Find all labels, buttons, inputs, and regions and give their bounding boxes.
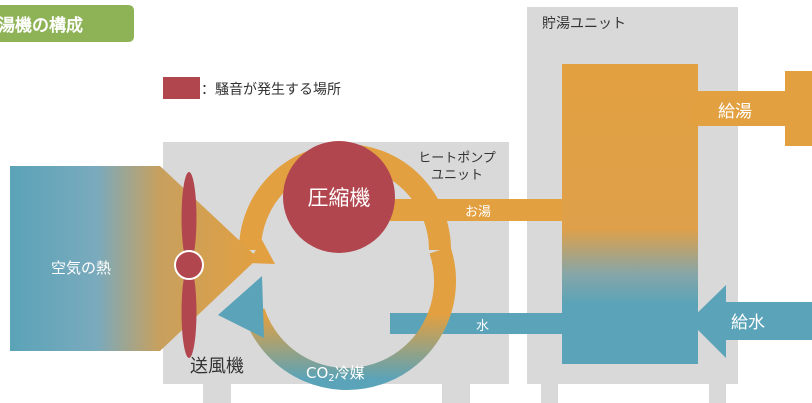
blower-label: 送風機: [190, 356, 244, 377]
page-title: 湯機の構成: [0, 15, 83, 36]
hot-water-label: お湯: [465, 205, 491, 220]
refrigerant-arrow: [218, 276, 264, 338]
hot-water-supply-arrow: 給湯: [690, 71, 812, 146]
noise-legend-label: ：騒音が発生する場所: [201, 81, 341, 98]
noise-legend-swatch: [163, 77, 200, 99]
compressor-label: 圧縮機: [308, 186, 371, 210]
water-pipe: 水: [390, 313, 562, 334]
water-label: 水: [476, 319, 489, 334]
water-supply-label: 給水: [731, 313, 765, 333]
blower-fan-icon: [174, 172, 204, 358]
compressor: 圧縮機: [283, 141, 395, 253]
heat-pump-label-line1: ヒートポンプ: [418, 151, 496, 166]
refrigerant-label: CO2冷媒: [306, 364, 365, 384]
title-bar: 湯機の構成: [0, 5, 134, 42]
heat-pump-label-line2: ユニット: [431, 168, 483, 183]
air-heat-label: 空気の熱: [51, 259, 111, 277]
storage-tank: [562, 64, 698, 364]
water-supply-arrow: 給水: [689, 285, 812, 358]
storage-unit-label: 貯湯ユニット: [542, 15, 626, 32]
svg-text:CO2冷媒: CO2冷媒: [306, 364, 365, 384]
hot-water-supply-label: 給湯: [718, 102, 752, 122]
legend: ：騒音が発生する場所: [163, 77, 341, 99]
